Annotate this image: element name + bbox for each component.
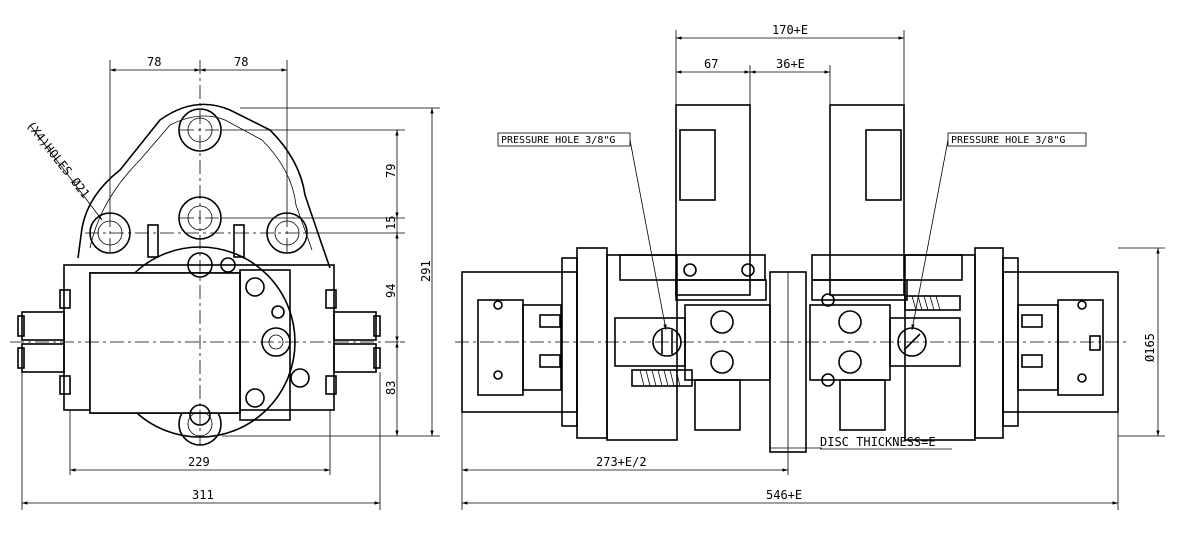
left-end-view bbox=[10, 60, 400, 446]
dim-546-e: 546+E bbox=[766, 488, 802, 502]
dim-311: 311 bbox=[192, 488, 214, 502]
holes-label: (X4)HOLES Ø21 bbox=[24, 118, 93, 201]
dim-273-e2: 273+E/2 bbox=[596, 455, 647, 469]
right-side-view bbox=[455, 104, 1130, 453]
dim-79: 79 bbox=[384, 164, 398, 178]
right-view-dimensions: 170+E 67 36+E Ø165 273+E/2 546+E DISC TH… bbox=[461, 23, 1165, 510]
dim-78-a: 78 bbox=[147, 55, 161, 69]
dim-165: Ø165 bbox=[1143, 333, 1157, 362]
dim-78-b: 78 bbox=[234, 55, 248, 69]
dim-67: 67 bbox=[704, 57, 718, 71]
dim-15: 15 bbox=[384, 216, 398, 230]
dim-291: 291 bbox=[419, 260, 433, 282]
dim-94: 94 bbox=[384, 284, 398, 298]
dim-36-e: 36+E bbox=[776, 57, 805, 71]
disc-thickness-label: DISC THICKNESS=E bbox=[820, 435, 936, 449]
pressure-hole-left-label: PRESSURE HOLE 3/8"G bbox=[501, 135, 615, 146]
dim-83: 83 bbox=[384, 381, 398, 395]
dim-229: 229 bbox=[188, 455, 210, 469]
pressure-callouts: PRESSURE HOLE 3/8"G PRESSURE HOLE 3/8"G bbox=[497, 132, 1087, 331]
left-spring bbox=[639, 369, 681, 387]
right-spring bbox=[911, 295, 941, 311]
pressure-hole-right-label: PRESSURE HOLE 3/8"G bbox=[951, 135, 1065, 146]
dim-170-e: 170+E bbox=[772, 23, 808, 37]
